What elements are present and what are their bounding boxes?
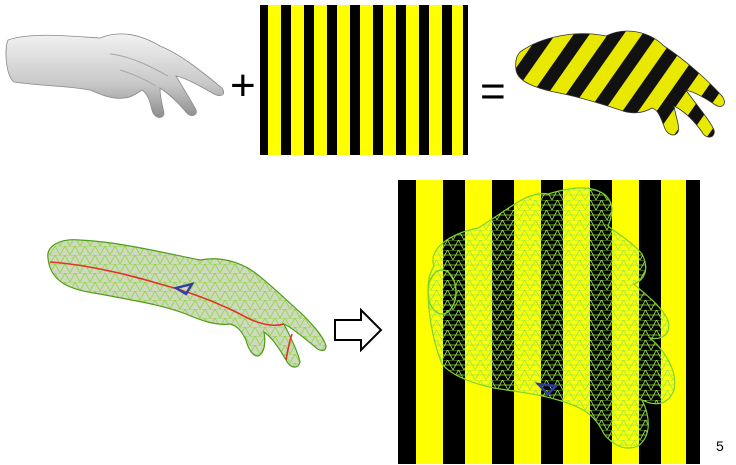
hand-mesh-image [40,228,330,374]
stripe-texture-image [260,5,468,155]
hand-model-image [0,10,230,120]
uv-layout-image [398,180,700,464]
arrow-right-icon [333,308,383,352]
page-number: 5 [716,438,724,454]
textured-hand-image [514,22,736,142]
plus-operator: + [230,64,256,108]
equals-operator: = [480,70,506,114]
